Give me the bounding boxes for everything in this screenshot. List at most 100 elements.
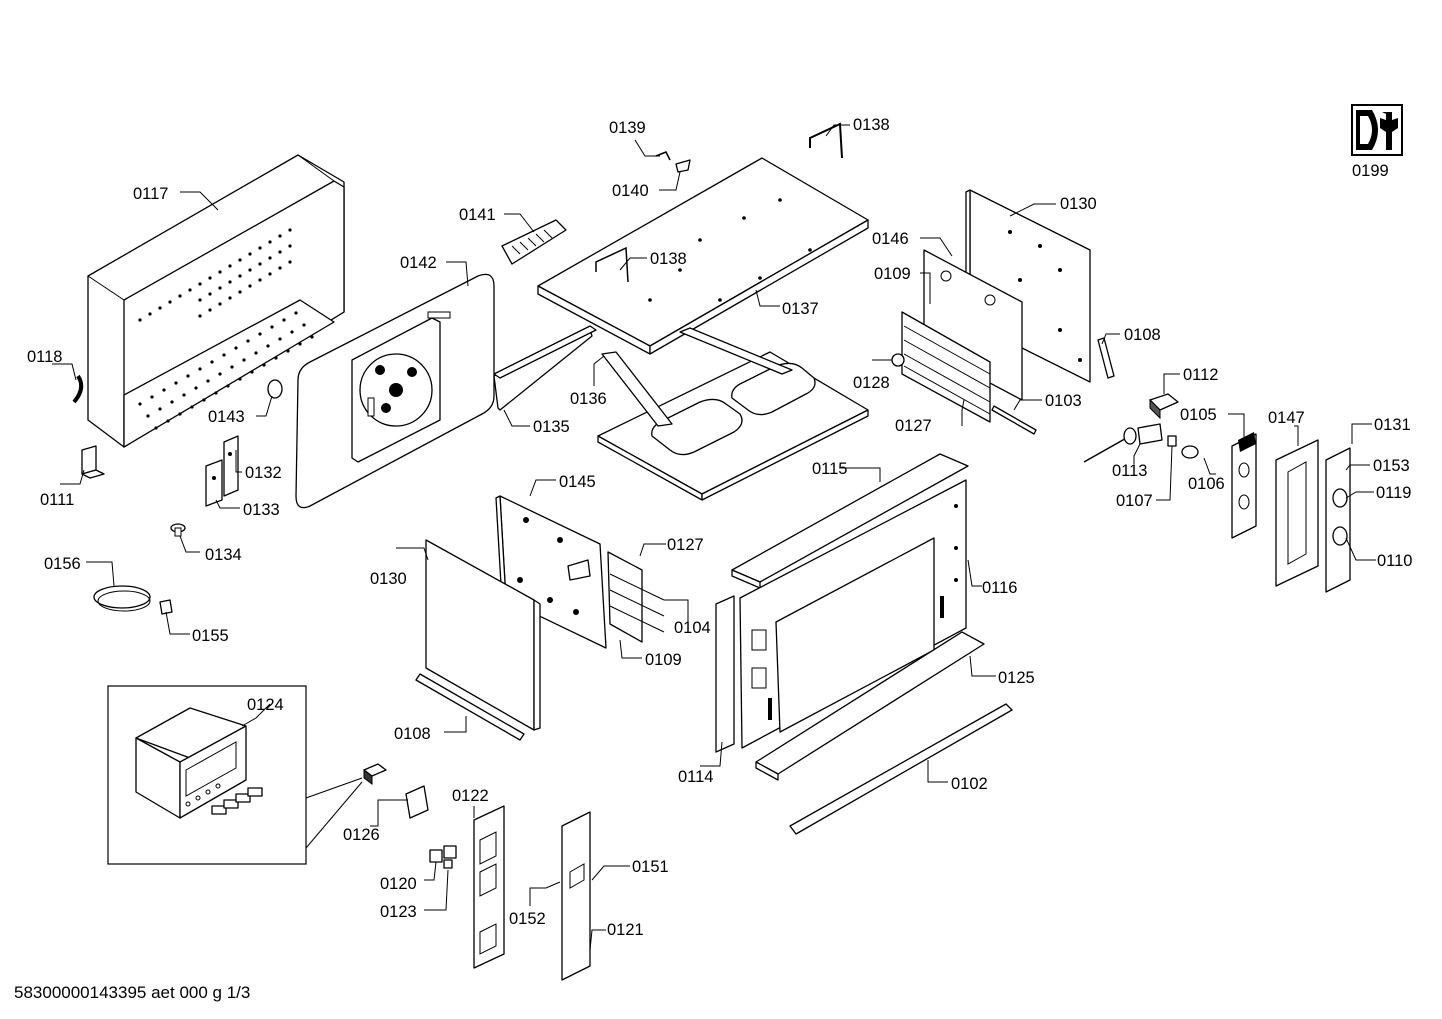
housing-vent-holes [138,228,314,430]
part-0118-clip [72,374,84,404]
part-0142-fan-plate [295,273,495,509]
label-0114: 0114 [678,768,713,786]
label-0102: 0102 [951,775,988,793]
label-0142: 0142 [400,254,437,272]
part-0140-fastener [675,159,691,173]
leader-lines [52,124,1376,951]
label-0111: 0111 [40,491,74,509]
label-0147: 0147 [1268,409,1305,427]
part-0112-relay [1149,393,1179,420]
part-0115-top-rail [731,453,969,589]
inset-0124-display-module [107,685,363,865]
part-0134-screw [170,523,186,537]
part-0135-side-strip [493,325,597,411]
inset-screws [211,787,263,815]
label-0116: 0116 [982,579,1017,597]
label-0110: 0110 [1377,552,1412,570]
label-0134: 0134 [205,546,242,564]
label-0138: 0138 [853,116,890,134]
label-0133: 0133 [243,501,280,519]
label-0128: 0128 [853,374,890,392]
label-0107: 0107 [1116,492,1153,510]
part-0127-rack-right [901,311,991,423]
label-0122: 0122 [452,787,489,805]
part-0127-rack-left [607,551,665,643]
part-0126-module [363,763,429,819]
part-0145-side-panel-left [495,495,607,649]
part-0103-rail [991,405,1037,435]
label-0136: 0136 [570,390,607,408]
label-0104: 0104 [674,619,711,637]
label-0140: 0140 [612,182,649,200]
label-0141: 0141 [459,206,496,224]
label-0127: 0127 [667,536,704,554]
part-0105-control-column [1231,432,1257,539]
label-0130: 0130 [370,570,407,588]
label-0155: 0155 [192,627,229,645]
label-0109: 0109 [645,651,682,669]
part-0117-housing [87,154,345,448]
label-0123: 0123 [380,903,417,921]
label-0106: 0106 [1188,475,1225,493]
label-0151: 0151 [632,858,669,876]
label-0105: 0105 [1180,406,1217,424]
label-0139: 0139 [609,119,646,137]
label-0126: 0126 [343,826,380,844]
label-0115: 0115 [812,460,847,478]
part-0138-handle-top [809,122,843,159]
label-0109: 0109 [874,265,911,283]
label-0153: 0153 [1373,457,1410,475]
part-0136-bottom-plate [597,327,869,501]
part-0123-button [443,859,453,869]
label-0120: 0120 [380,875,417,893]
label-0143: 0143 [208,408,245,426]
part-0147-trim-panel [1275,439,1319,587]
label-0119: 0119 [1376,484,1411,502]
part-0122-panel [473,805,505,969]
part-0155-connector [159,599,173,615]
label-0135: 0135 [533,418,570,436]
label-0132: 0132 [245,464,282,482]
label-0113: 0113 [1112,462,1147,480]
label-0117: 0117 [133,185,168,203]
part-0128-knob [891,353,905,367]
label-0137: 0137 [782,300,819,318]
label-0138: 0138 [650,250,687,268]
document-footer-number: 58300000143395 aet 000 g 1/3 [14,983,250,1002]
label-0156: 0156 [44,555,81,573]
part-0106-lamp [1181,445,1199,459]
label-0108: 0108 [1124,326,1161,344]
part-0114-side-strip [715,595,735,753]
service-tool-icon [1351,104,1403,156]
part-0102-kick-strip [789,703,1013,835]
label-0145: 0145 [559,473,596,491]
part-0156-cable-loop [93,585,151,612]
part-0125-bottom-rail [755,631,985,781]
label-0118: 0118 [27,348,62,366]
part-0116-front-frame [739,479,967,749]
part-0141-heating-element [501,219,567,265]
label-0108: 0108 [394,725,431,743]
label-0152: 0152 [509,910,546,928]
part-0107-plug [1167,435,1177,447]
part-0111-bracket [81,445,105,479]
part-labels: 0139 0138 0140 0117 0141 0130 0146 0142 … [27,116,1412,939]
label-0127: 0127 [895,417,932,435]
label-0124: 0124 [247,696,284,714]
part-0130-side-panel-left [425,539,541,731]
part-0113-sensor [1083,423,1163,463]
label-0146: 0146 [872,230,909,248]
part-0108-rail-right [1097,337,1115,379]
label-0130: 0130 [1060,195,1097,213]
label-0199: 0199 [1352,162,1389,180]
label-0103: 0103 [1045,392,1082,410]
part-0143-disc [267,379,283,399]
part-0137-top-plate [537,157,869,355]
part-0121-front-trim [561,811,591,981]
label-0131: 0131 [1374,416,1411,434]
label-0112: 0112 [1183,366,1218,384]
label-0121: 0121 [607,921,644,939]
part-0120-switch [429,845,457,863]
